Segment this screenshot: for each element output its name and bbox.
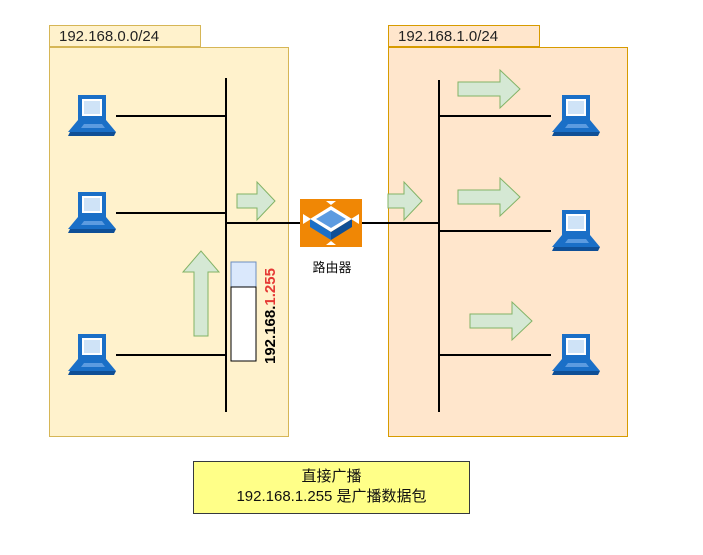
caption-title: 直接广播 [301, 468, 362, 485]
laptop-icon [552, 210, 600, 251]
flow-arrow-right [236, 180, 276, 222]
flow-arrow-up [181, 250, 221, 337]
caption-description: 192.168.1.255 是广播数据包 [236, 488, 427, 505]
flow-arrow-right [387, 180, 423, 222]
caption-box: 直接广播 192.168.1.255 是广播数据包 [193, 461, 470, 514]
broadcast-packet [230, 261, 257, 362]
router-icon [300, 199, 362, 247]
packet-address-prefix: 192.168. [262, 305, 279, 364]
laptop-icon [552, 334, 600, 375]
laptop-icon [68, 334, 116, 375]
packet-address-label: 192.168.1.255 [243, 254, 299, 364]
packet-address-suffix: 1.255 [262, 268, 279, 306]
subnet-left-label: 192.168.0.0/24 [49, 25, 201, 47]
laptop-icon [552, 95, 600, 136]
flow-arrow-right [457, 176, 521, 218]
flow-arrow-right [469, 300, 533, 342]
laptop-icon [68, 192, 116, 233]
router-label: 路由器 [312, 260, 352, 275]
laptop-icon [68, 95, 116, 136]
flow-arrow-right [457, 68, 521, 110]
subnet-right-label: 192.168.1.0/24 [388, 25, 540, 47]
